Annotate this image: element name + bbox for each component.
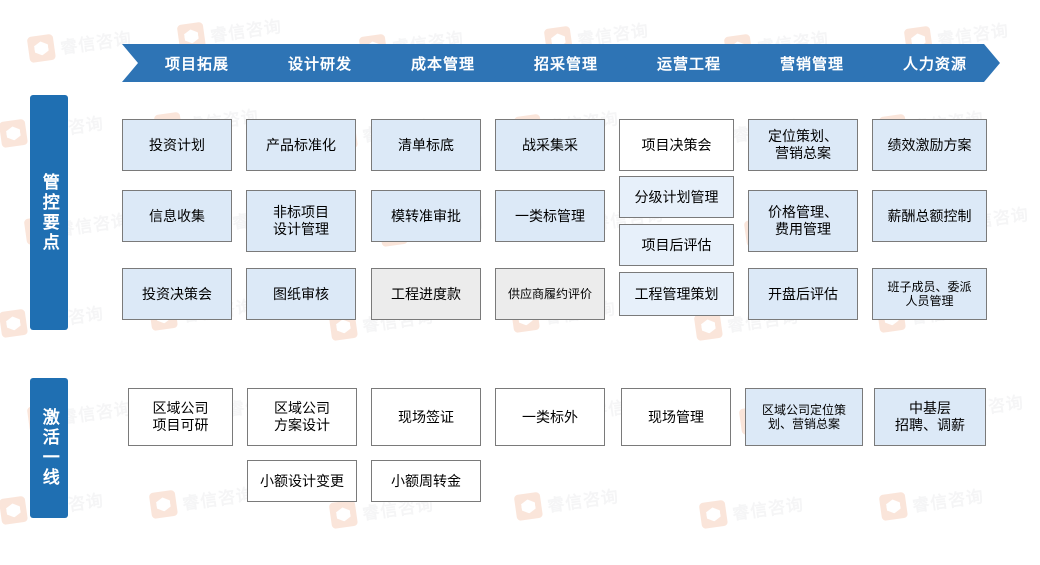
cell-text: 区域公司定位策 划、营销总案 bbox=[761, 402, 846, 431]
stage-label: 项目拓展 bbox=[164, 55, 229, 73]
row-label-text: 管控要点 bbox=[39, 172, 59, 253]
frontline-cell: 小额设计变更 bbox=[247, 460, 357, 502]
control-cell: 班子成员、委派 人员管理 bbox=[872, 268, 987, 320]
cell-text: 非标项目 设计管理 bbox=[273, 204, 329, 237]
cell-text: 战采集采 bbox=[522, 136, 578, 153]
stage-chevron-5: 运营工程 bbox=[614, 44, 754, 82]
cell-text: 产品标准化 bbox=[266, 136, 336, 153]
row-label-activate-frontline: 激活一线 bbox=[30, 378, 68, 518]
cell-text: 小额设计变更 bbox=[260, 472, 344, 489]
control-cell: 产品标准化 bbox=[246, 119, 356, 171]
cell-text: 项目决策会 bbox=[641, 136, 712, 153]
cell-text: 工程进度款 bbox=[391, 285, 461, 302]
stage-chevron-6: 营销管理 bbox=[737, 44, 877, 82]
control-cell: 分级计划管理 bbox=[619, 176, 734, 218]
stage-chevron-7: 人力资源 bbox=[860, 44, 1000, 82]
control-cell: 一类标管理 bbox=[495, 190, 605, 242]
cell-text: 开盘后评估 bbox=[768, 285, 838, 302]
cell-text: 供应商履约评价 bbox=[507, 286, 592, 301]
cell-text: 定位策划、 营销总案 bbox=[768, 128, 838, 161]
frontline-cell: 小额周转金 bbox=[371, 460, 481, 502]
cell-text: 现场管理 bbox=[648, 408, 704, 425]
control-cell: 模转准审批 bbox=[371, 190, 481, 242]
stage-chevron-1: 项目拓展 bbox=[122, 44, 262, 82]
frontline-cell: 中基层 招聘、调薪 bbox=[874, 388, 986, 446]
control-cell: 定位策划、 营销总案 bbox=[748, 119, 858, 171]
cell-text: 模转准审批 bbox=[391, 207, 461, 224]
control-cell: 投资决策会 bbox=[122, 268, 232, 320]
cell-text: 一类标外 bbox=[522, 408, 578, 425]
stage-chevron-3: 成本管理 bbox=[368, 44, 508, 82]
control-cell: 工程管理策划 bbox=[619, 272, 734, 316]
control-cell: 清单标底 bbox=[371, 119, 481, 171]
cell-text: 班子成员、委派 人员管理 bbox=[887, 279, 972, 308]
cell-text: 现场签证 bbox=[398, 408, 454, 425]
frontline-cell: 现场签证 bbox=[371, 388, 481, 446]
cell-text: 区域公司 项目可研 bbox=[152, 400, 209, 433]
cell-text: 工程管理策划 bbox=[634, 285, 719, 302]
control-cell: 工程进度款 bbox=[371, 268, 481, 320]
row-label-control-points: 管控要点 bbox=[30, 95, 68, 330]
cell-text: 投资决策会 bbox=[142, 285, 212, 302]
control-cell: 投资计划 bbox=[122, 119, 232, 171]
frontline-cell: 区域公司定位策 划、营销总案 bbox=[745, 388, 863, 446]
control-cell: 非标项目 设计管理 bbox=[246, 190, 356, 252]
control-cell: 图纸审核 bbox=[246, 268, 356, 320]
stage-chevron-2: 设计研发 bbox=[245, 44, 385, 82]
stage-label: 运营工程 bbox=[656, 55, 721, 73]
frontline-cell: 现场管理 bbox=[621, 388, 731, 446]
stage-label: 招采管理 bbox=[533, 55, 598, 73]
row-label-text: 激活一线 bbox=[39, 408, 59, 488]
cell-text: 项目后评估 bbox=[641, 236, 712, 253]
cell-text: 分级计划管理 bbox=[634, 188, 719, 205]
cell-text: 区域公司 方案设计 bbox=[274, 400, 330, 433]
frontline-cell: 区域公司 方案设计 bbox=[247, 388, 357, 446]
frontline-cell: 一类标外 bbox=[495, 388, 605, 446]
stage-label: 人力资源 bbox=[902, 55, 967, 73]
cell-text: 信息收集 bbox=[149, 207, 205, 224]
control-cell: 战采集采 bbox=[495, 119, 605, 171]
stage-label: 设计研发 bbox=[287, 55, 352, 73]
control-cell: 绩效激励方案 bbox=[872, 119, 987, 171]
cell-text: 小额周转金 bbox=[391, 472, 461, 489]
control-cell: 信息收集 bbox=[122, 190, 232, 242]
cell-text: 一类标管理 bbox=[515, 207, 585, 224]
control-cell: 薪酬总额控制 bbox=[872, 190, 987, 242]
stage-label: 成本管理 bbox=[410, 55, 475, 73]
stage-label: 营销管理 bbox=[779, 55, 844, 73]
control-cell: 供应商履约评价 bbox=[495, 268, 605, 320]
stage-chevron-4: 招采管理 bbox=[491, 44, 631, 82]
cell-text: 中基层 招聘、调薪 bbox=[895, 400, 965, 433]
cell-text: 投资计划 bbox=[149, 136, 205, 153]
cell-text: 价格管理、 费用管理 bbox=[768, 204, 838, 237]
frontline-cell: 区域公司 项目可研 bbox=[128, 388, 233, 446]
control-cell: 开盘后评估 bbox=[748, 268, 858, 320]
control-cell: 价格管理、 费用管理 bbox=[748, 190, 858, 252]
cell-text: 图纸审核 bbox=[273, 285, 329, 302]
cell-text: 薪酬总额控制 bbox=[887, 207, 972, 224]
cell-text: 清单标底 bbox=[398, 136, 454, 153]
control-cell: 项目决策会 bbox=[619, 119, 734, 171]
control-cell: 项目后评估 bbox=[619, 224, 734, 266]
cell-text: 绩效激励方案 bbox=[887, 136, 972, 153]
